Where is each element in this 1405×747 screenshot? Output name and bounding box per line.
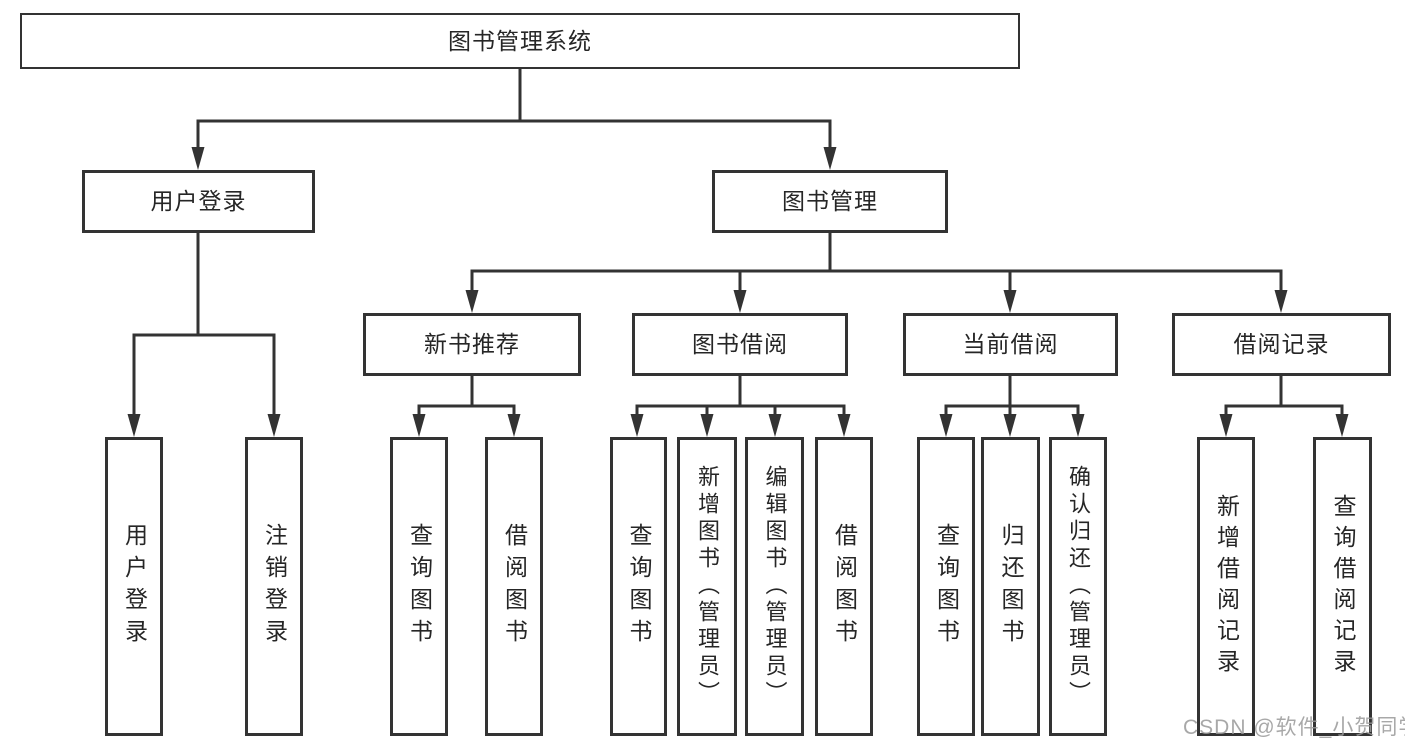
node-borrow-book-label: 借阅图书 xyxy=(831,522,858,651)
node-query-book-borrow: 查询图书 xyxy=(610,437,667,736)
node-borrow-book-recommend-label: 借阅图书 xyxy=(501,522,528,651)
node-logout: 注销登录 xyxy=(245,437,303,736)
node-query-book-current: 查询图书 xyxy=(917,437,975,736)
node-new-book-recommendation: 新书推荐 xyxy=(363,313,581,376)
node-book-borrowing-label: 图书借阅 xyxy=(692,331,788,357)
node-edit-book-admin: 编辑图书（管理员） xyxy=(745,437,804,736)
node-query-book-borrow-label: 查询图书 xyxy=(626,522,652,651)
node-borrow-book: 借阅图书 xyxy=(815,437,873,736)
node-current-borrowing: 当前借阅 xyxy=(903,313,1118,376)
node-user-login-leaf: 用户登录 xyxy=(105,437,163,736)
node-return-book: 归还图书 xyxy=(981,437,1040,736)
node-query-book-current-label: 查询图书 xyxy=(933,522,960,651)
node-borrowing-records-label: 借阅记录 xyxy=(1233,331,1330,357)
node-query-borrow-record-label: 查询借阅记录 xyxy=(1330,493,1356,680)
csdn-watermark: CSDN @软件_小贺同学 xyxy=(1183,716,1405,739)
node-add-borrow-record-label: 新增借阅记录 xyxy=(1213,493,1240,680)
node-return-book-label: 归还图书 xyxy=(998,522,1024,651)
node-book-management-label: 图书管理 xyxy=(782,188,878,214)
node-user-login-label: 用户登录 xyxy=(150,188,247,214)
node-root-label: 图书管理系统 xyxy=(448,27,592,54)
node-user-login-leaf-label: 用户登录 xyxy=(121,522,148,651)
node-add-book-admin-label: 新增图书（管理员） xyxy=(695,465,720,708)
node-edit-book-admin-label: 编辑图书（管理员） xyxy=(762,465,788,708)
node-add-book-admin: 新增图书（管理员） xyxy=(677,437,737,736)
node-confirm-return-admin-label: 确认归还（管理员） xyxy=(1066,465,1091,708)
node-borrowing-records: 借阅记录 xyxy=(1172,313,1391,376)
node-confirm-return-admin: 确认归还（管理员） xyxy=(1049,437,1107,736)
node-query-book-recommend: 查询图书 xyxy=(390,437,448,736)
node-user-login: 用户登录 xyxy=(82,170,315,233)
node-query-book-recommend-label: 查询图书 xyxy=(406,522,433,651)
node-logout-label: 注销登录 xyxy=(261,522,288,651)
node-root: 图书管理系统 xyxy=(20,13,1020,69)
node-book-borrowing: 图书借阅 xyxy=(632,313,848,376)
node-current-borrowing-label: 当前借阅 xyxy=(962,331,1059,357)
node-borrow-book-recommend: 借阅图书 xyxy=(485,437,543,736)
node-new-book-recommendation-label: 新书推荐 xyxy=(424,331,520,357)
node-query-borrow-record: 查询借阅记录 xyxy=(1313,437,1372,736)
node-add-borrow-record: 新增借阅记录 xyxy=(1197,437,1255,736)
node-book-management: 图书管理 xyxy=(712,170,948,233)
